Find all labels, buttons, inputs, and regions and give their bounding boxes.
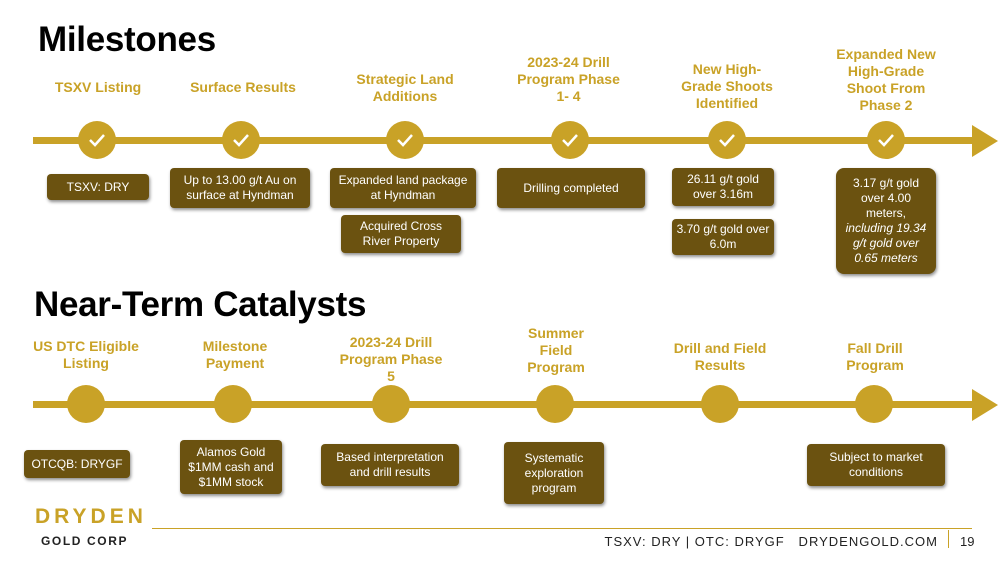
milestone-node-3 — [386, 121, 424, 159]
milestone-label-1: TSXV Listing — [54, 79, 142, 95]
milestone-label-3: Strategic Land Additions — [356, 71, 454, 104]
page-number: 19 — [960, 534, 975, 549]
catalysts-timeline-line — [33, 401, 975, 408]
milestone-box-tsxv: TSXV: DRY — [47, 174, 149, 200]
footer-text: TSXV: DRY | OTC: DRYGF DRYDENGOLD.COM — [604, 534, 938, 549]
catalyst-box-phase5: Based interpretation and drill results — [321, 444, 459, 486]
checkmark-icon — [719, 134, 735, 147]
milestone-box-land-2: Acquired Cross River Property — [341, 215, 461, 253]
catalyst-node-3 — [372, 385, 410, 423]
catalyst-box-payment: Alamos Gold $1MM cash and $1MM stock — [180, 440, 282, 494]
milestone-label-5: New High-Grade Shoots Identified — [681, 61, 773, 111]
catalyst-node-1 — [67, 385, 105, 423]
catalyst-label-4: Summer Field Program — [527, 325, 585, 375]
milestone-box-surface: Up to 13.00 g/t Au on surface at Hyndman — [170, 168, 310, 208]
catalyst-label-1: US DTC Eligible Listing — [33, 338, 139, 371]
milestone-node-5 — [708, 121, 746, 159]
milestone-node-6 — [867, 121, 905, 159]
logo-wordmark: DRYDEN — [35, 505, 147, 528]
catalyst-node-6 — [855, 385, 893, 423]
checkmark-icon — [878, 134, 894, 147]
catalysts-title: Near-Term Catalysts — [34, 285, 367, 324]
milestone-node-4 — [551, 121, 589, 159]
milestones-title: Milestones — [38, 20, 216, 59]
catalyst-label-3: 2023-24 Drill Program Phase 5 — [339, 334, 443, 384]
footer-separator — [948, 530, 949, 548]
milestone-node-2 — [222, 121, 260, 159]
catalyst-box-fall: Subject to market conditions — [807, 444, 945, 486]
catalyst-label-2: Milestone Payment — [202, 338, 268, 371]
checkmark-icon — [562, 134, 578, 147]
catalyst-label-6: Fall Drill Program — [846, 340, 904, 373]
milestone-label-4: 2023-24 Drill Program Phase 1- 4 — [517, 54, 620, 104]
checkmark-icon — [397, 134, 413, 147]
milestones-timeline-line — [33, 137, 975, 144]
catalyst-node-2 — [214, 385, 252, 423]
milestone-box-expanded: 3.17 g/t gold over 4.00 meters, includin… — [836, 168, 936, 274]
milestone-label-6: Expanded New High-Grade Shoot From Phase… — [836, 46, 936, 113]
catalyst-node-5 — [701, 385, 739, 423]
catalyst-label-5: Drill and Field Results — [673, 340, 767, 373]
dryden-logo: DRYDEN GOLD CORP — [35, 505, 147, 549]
checkmark-icon — [233, 134, 249, 147]
catalyst-box-summer: Systematic exploration program — [504, 442, 604, 504]
milestone-box-shoots-1: 26.11 g/t gold over 3.16m — [672, 168, 774, 206]
milestone-box-shoots-2: 3.70 g/t gold over 6.0m — [672, 219, 774, 255]
expanded-result-including: including 19.34 g/t gold over 0.65 meter… — [845, 221, 927, 265]
catalysts-timeline-arrow — [972, 389, 998, 421]
logo-subtitle: GOLD CORP — [41, 534, 129, 548]
milestone-node-1 — [78, 121, 116, 159]
milestone-box-drilling: Drilling completed — [497, 168, 645, 208]
catalyst-box-otcqb: OTCQB: DRYGF — [24, 450, 130, 478]
milestones-timeline-arrow — [972, 125, 998, 157]
milestone-box-land-1: Expanded land package at Hyndman — [330, 168, 476, 208]
catalyst-node-4 — [536, 385, 574, 423]
checkmark-icon — [89, 134, 105, 147]
footer-divider — [152, 528, 972, 529]
milestone-label-2: Surface Results — [190, 79, 296, 95]
expanded-result-main: 3.17 g/t gold over 4.00 meters, — [852, 176, 920, 220]
